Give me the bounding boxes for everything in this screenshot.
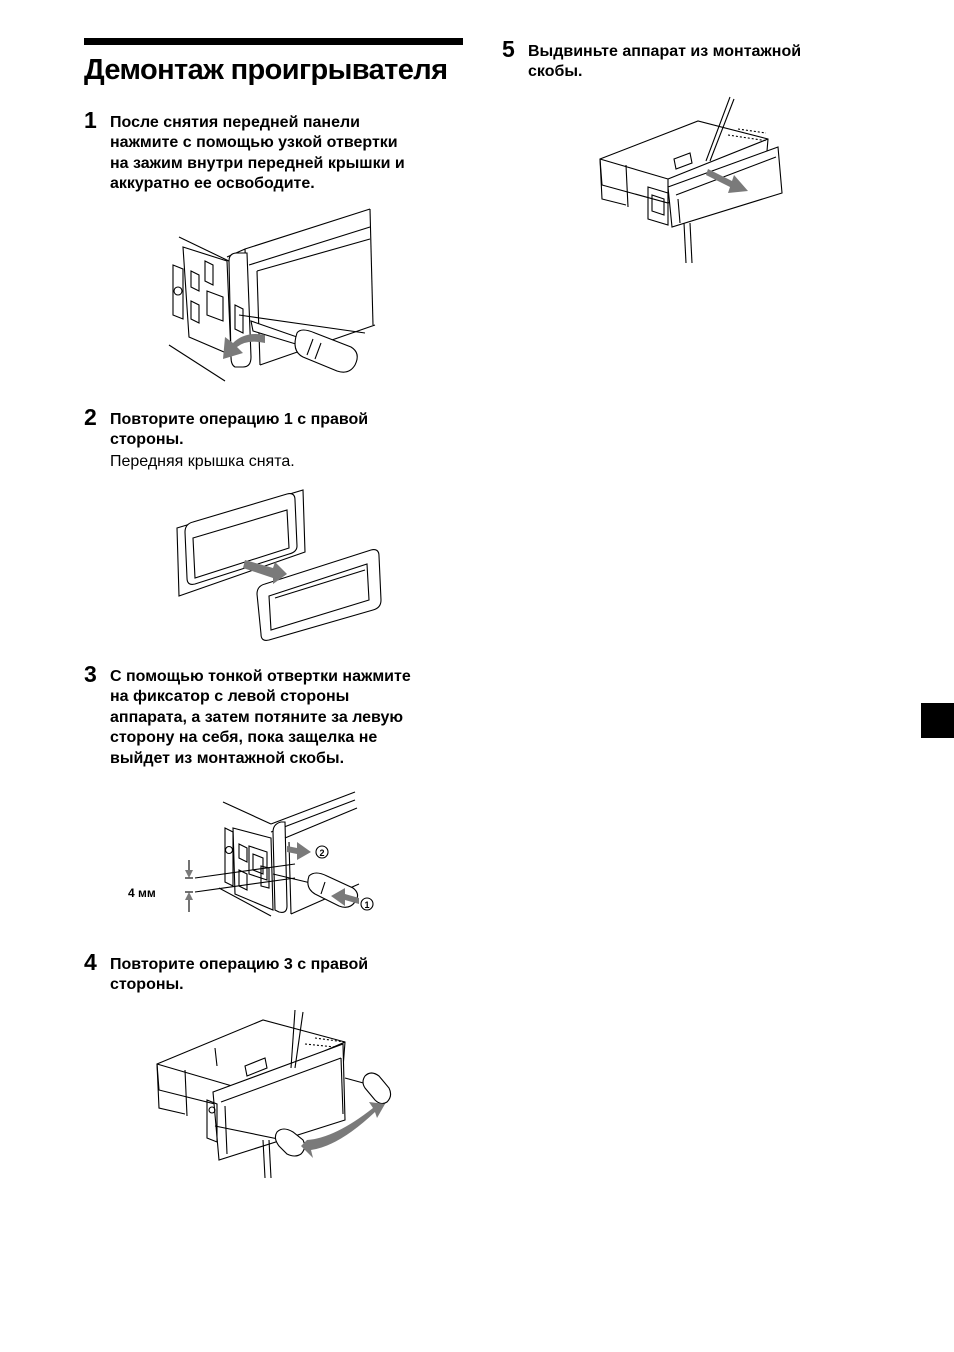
dimension-label: 4 мм (128, 886, 156, 900)
instruction-line: После снятия передней панели (110, 114, 360, 131)
step-number: 3 (84, 661, 97, 687)
instruction-line: сторону на себя, пока защелка не (110, 729, 378, 747)
instruction-line: Повторите операцию 3 с правой (110, 956, 369, 973)
instruction-line: стороны. (110, 431, 184, 449)
push-arrow-icon (223, 334, 265, 359)
figure-step-5 (598, 95, 788, 265)
step-number: 4 (84, 949, 97, 975)
callout-number: 1 (364, 900, 369, 910)
instruction-line: выйдет из монтажной скобы. (110, 749, 345, 767)
instruction-line: аккуратно ее освободите. (110, 175, 315, 193)
instruction-line: Повторите операцию 1 с правой (110, 411, 369, 428)
instruction-line: аппарата, а затем потяните за левую (110, 708, 404, 726)
instruction-line: на фиксатор с левой стороны (110, 688, 350, 706)
instruction-line: С помощью тонкой отвертки нажмите (110, 668, 411, 685)
instruction-line: нажмите с помощью узкой отвертки (110, 134, 398, 152)
figure-step-1 (165, 205, 385, 385)
swing-arrow-icon (301, 1102, 385, 1158)
instruction-line: скобы. (528, 63, 583, 81)
step-instruction: С помощью тонкой отвертки нажмите на фик… (110, 667, 411, 769)
step-instruction: Повторите операцию 1 с правой стороны. (110, 410, 368, 451)
instruction-line: на зажим внутри передней крышки и (110, 154, 405, 172)
step-instruction: Повторите операцию 3 с правой стороны. (110, 955, 368, 996)
step-number: 2 (84, 404, 97, 430)
figure-step-4 (155, 1008, 395, 1183)
title-rule (84, 38, 463, 45)
instruction-line: стороны. (110, 976, 184, 994)
page-title: Демонтаж проигрывателя (84, 54, 448, 86)
step-note: Передняя крышка снята. (110, 453, 295, 470)
step-number: 1 (84, 107, 97, 133)
pull-arrow-icon (287, 842, 311, 860)
instruction-line: Выдвиньте аппарат из монтажной (528, 43, 802, 60)
figure-step-3: 2 1 (185, 788, 380, 923)
callout-number: 2 (319, 848, 324, 858)
step-number: 5 (502, 36, 515, 62)
push-arrow-icon (331, 888, 359, 906)
remove-arrow-icon (243, 560, 287, 584)
pull-out-arrow-icon (706, 169, 748, 193)
figure-step-2 (175, 488, 390, 643)
section-tab-marker (921, 703, 954, 738)
step-instruction: После снятия передней панели нажмите с п… (110, 113, 405, 195)
step-instruction: Выдвиньте аппарат из монтажной скобы. (528, 42, 801, 83)
